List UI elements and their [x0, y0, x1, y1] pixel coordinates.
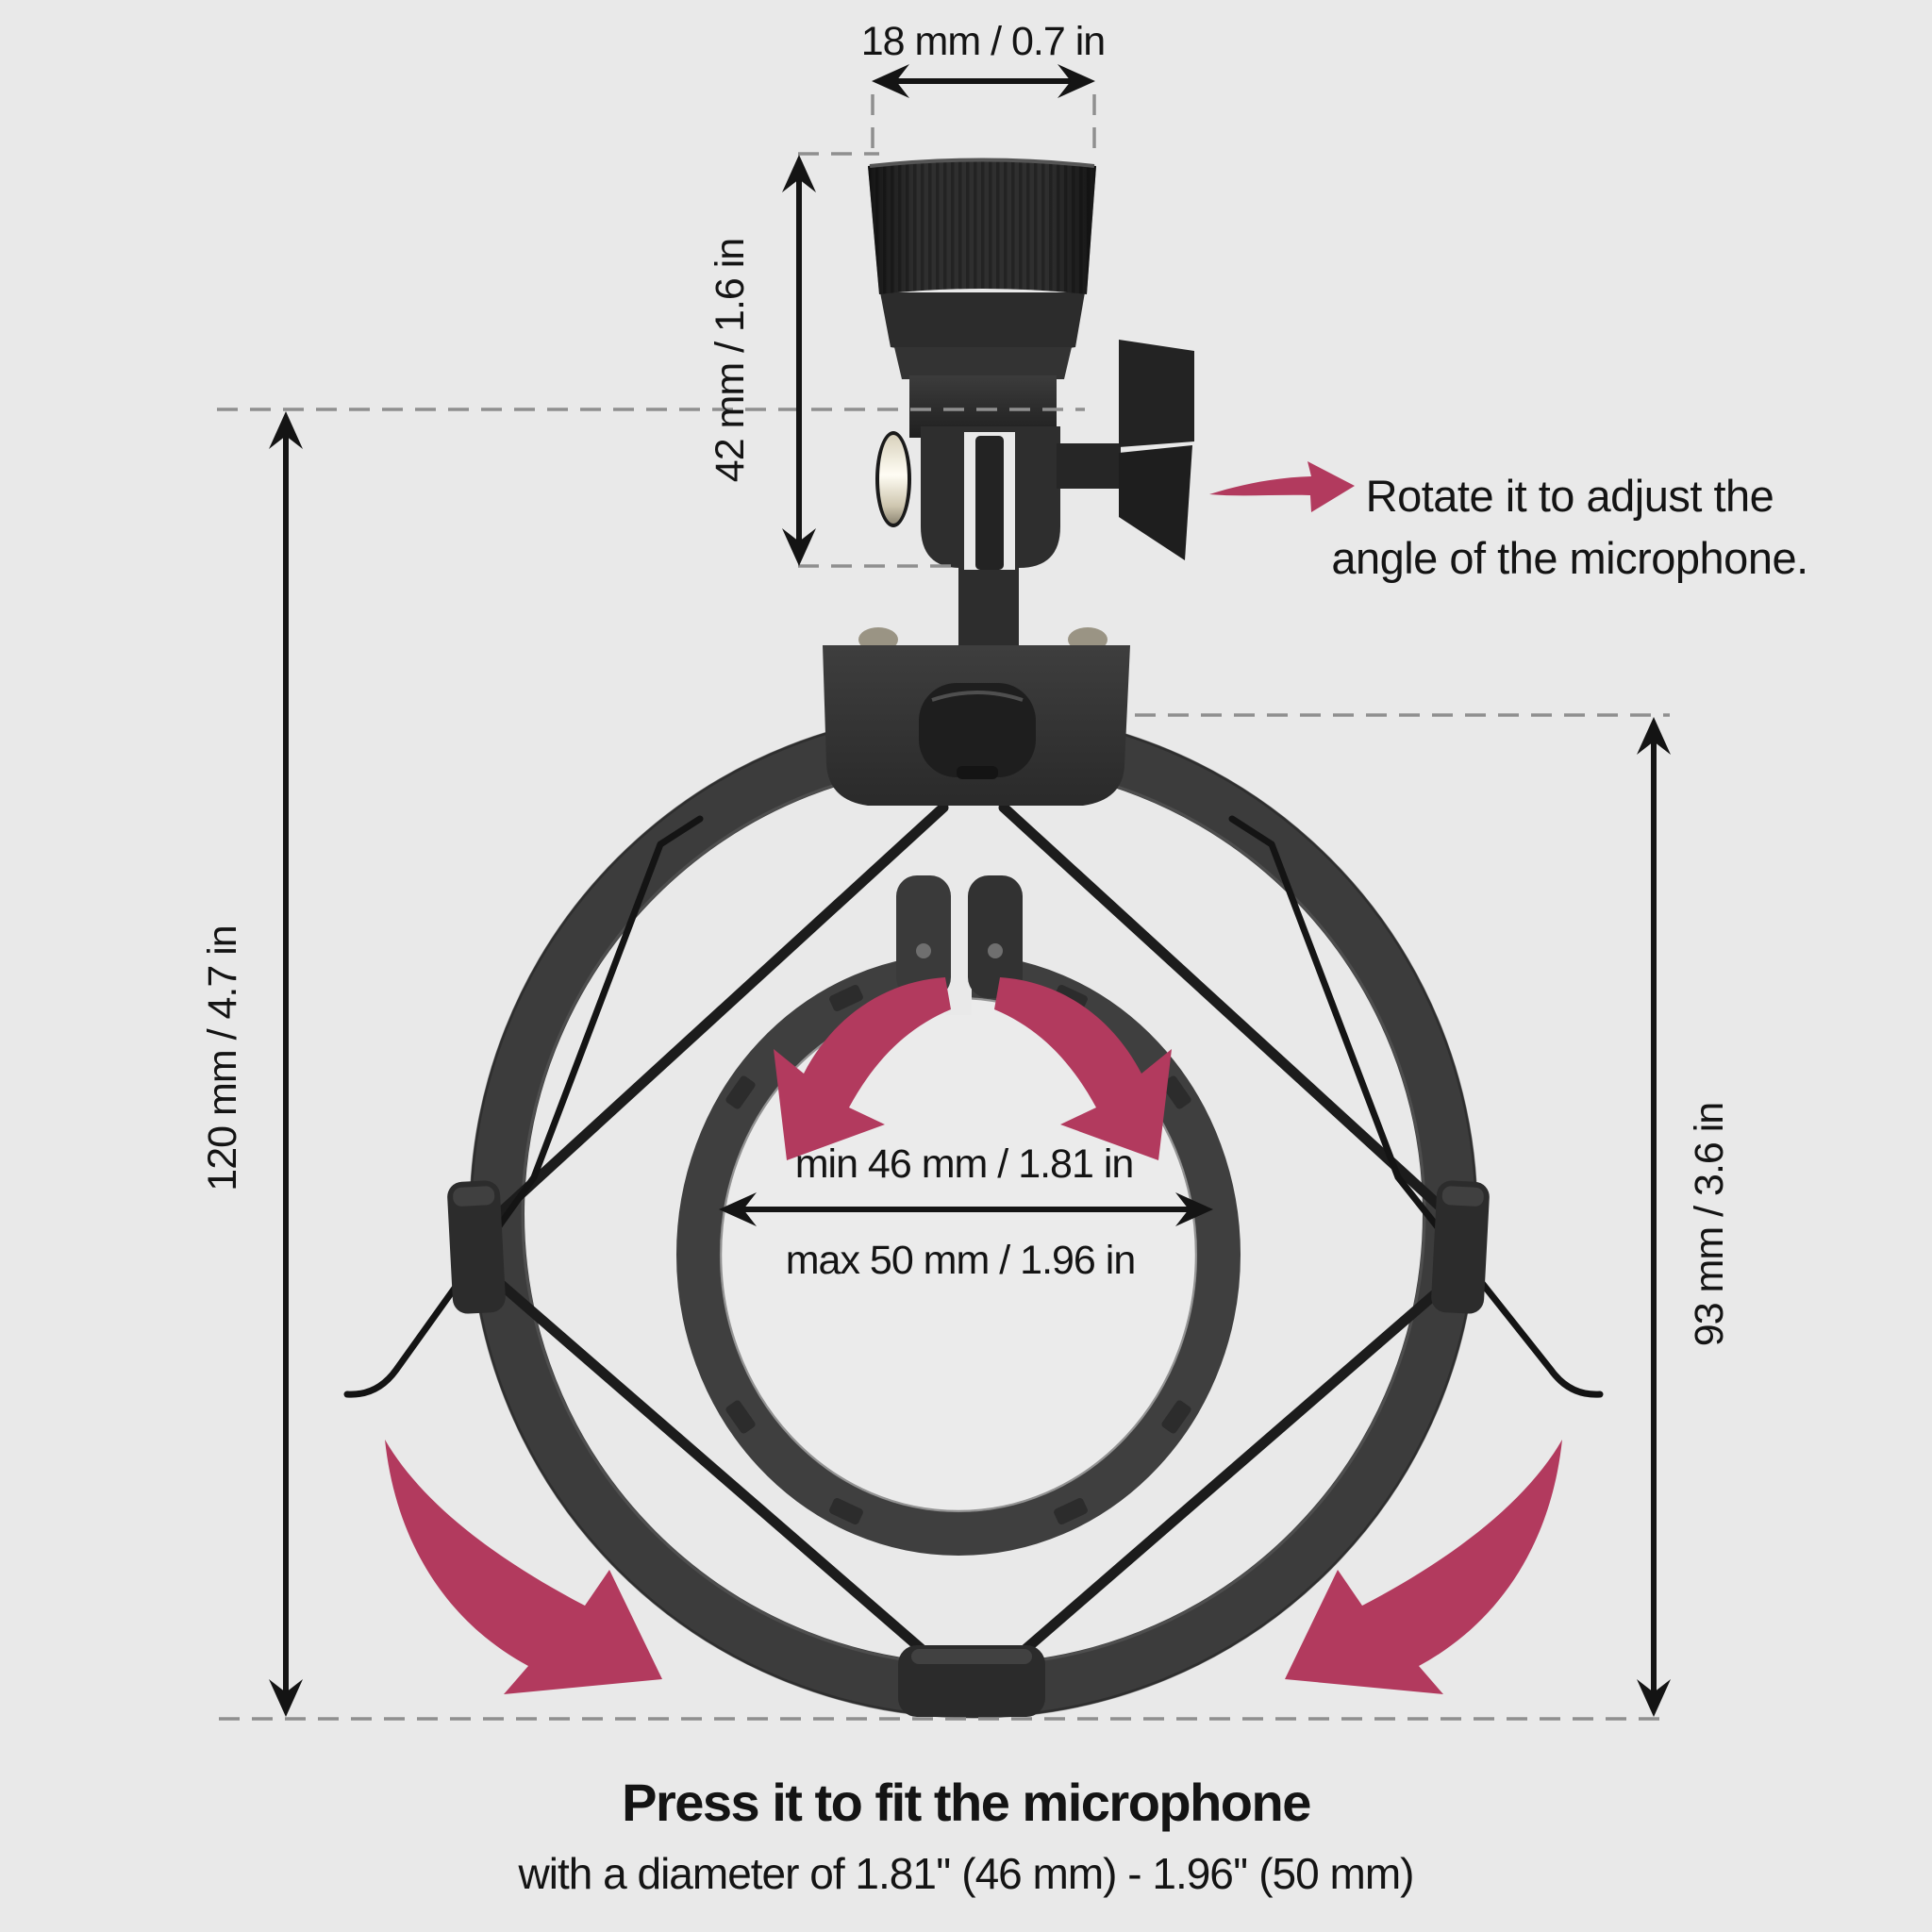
- label-thread-width: 18 mm / 0.7 in: [861, 19, 1105, 64]
- rotate-arrow-left: [774, 977, 951, 1160]
- collar-step: [894, 347, 1072, 379]
- dim-mount-height: [782, 155, 816, 566]
- wing-screw-blade-top: [1119, 340, 1194, 447]
- yoke-tongue: [975, 436, 1004, 570]
- clamp-jaws: [896, 875, 1023, 998]
- dim-clamp-diameter: [719, 1192, 1213, 1226]
- bracket-boss: [919, 683, 1036, 779]
- wing-screw-shaft: [1057, 443, 1121, 489]
- collar: [880, 292, 1085, 355]
- rotate-note-line2: angle of the microphone.: [1331, 533, 1807, 583]
- rotate-note-line1: Rotate it to adjust the: [1366, 471, 1774, 521]
- dashed-guides: [217, 94, 1670, 1721]
- label-ring-height: 93 mm / 3.6 in: [1687, 1103, 1732, 1346]
- rotation-arrows: [774, 977, 1172, 1160]
- dim-overall-height: [269, 411, 303, 1717]
- press-arrow-right: [1285, 1440, 1562, 1694]
- right-clip: [1431, 1180, 1490, 1314]
- shock-mount-product: [343, 158, 1604, 1719]
- thread-adapter-knob: [868, 158, 1096, 294]
- caption-title: Press it to fit the microphone: [622, 1773, 1310, 1832]
- swivel-mount-assembly: [868, 158, 1194, 570]
- label-mount-height: 42 mm / 1.6 in: [708, 239, 753, 482]
- neck-bar: [958, 562, 1019, 653]
- dim-ring-height: [1637, 717, 1671, 1717]
- dim-thread-width: [872, 64, 1095, 98]
- label-clamp-min: min 46 mm / 1.81 in: [795, 1141, 1134, 1187]
- wing-screw-blade-bottom: [1119, 445, 1192, 560]
- spring-wires: [343, 815, 1604, 1398]
- press-arrow-left: [385, 1440, 662, 1694]
- bottom-block: [898, 1645, 1045, 1717]
- chrome-pin: [879, 435, 908, 524]
- suspension-cords: [485, 802, 1462, 1675]
- left-clip: [447, 1180, 506, 1314]
- press-arrows: [385, 1440, 1562, 1694]
- caption-subtitle: with a diameter of 1.81'' (46 mm) - 1.96…: [518, 1849, 1414, 1898]
- note-pointer-arrow: [1209, 461, 1355, 512]
- label-overall-height: 120 mm / 4.7 in: [200, 925, 245, 1191]
- label-clamp-max: max 50 mm / 1.96 in: [786, 1238, 1136, 1283]
- rotate-arrow-right: [994, 977, 1172, 1160]
